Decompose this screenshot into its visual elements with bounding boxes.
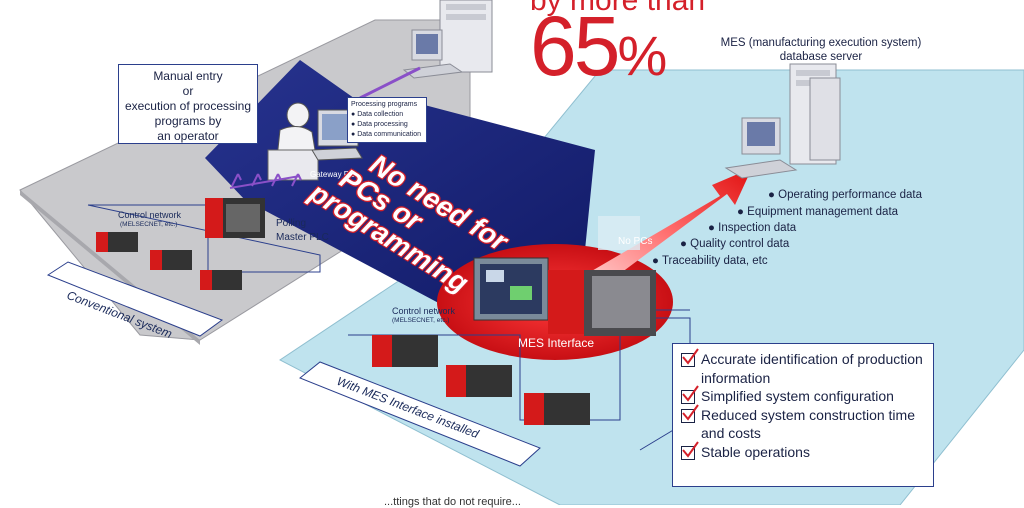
headline-top: by more than [530,0,706,17]
mes-network-label: Control network [392,306,456,316]
checkbox-icon [681,403,699,423]
gateway-pc-label: Gateway PC [310,170,355,179]
headline-percentage: 65% [530,4,667,98]
processing-title: Processing programs [351,101,418,108]
benefit-item: Accurate identification of production in… [681,348,925,387]
processing-item: ● Data communication [351,131,421,138]
benefits-box: Accurate identification of production in… [672,343,934,487]
mes-network-sub: (MELSECNET, etc.) [392,317,450,324]
bottom-cutoff-text: ...ttings that do not require... [384,496,521,508]
callout-line: Manual entry [153,69,223,83]
conventional-network-line [87,204,321,273]
data-item: ● Quality control data [680,238,790,250]
checkbox-icon [681,385,699,404]
mes-label-banner [299,361,541,467]
data-item: ● Traceability data, etc [652,255,768,267]
data-arrow [590,168,752,290]
processing-item: ● Data collection [351,111,404,118]
callout-line: an operator [157,129,219,143]
benefit-item: Stable operations [681,440,925,462]
mes-interface-label: MES Interface [518,336,595,350]
benefit-item: Simplified system configuration [681,385,925,406]
no-pcs-label: No PCs [618,236,653,247]
callout-line: programs by [154,114,222,128]
mes-server-icon [724,63,841,179]
percent-sign: % [617,24,668,87]
server-label: MES (manufacturing execution system) dat… [720,37,922,63]
conventional-network-label: Control network [118,210,182,220]
processing-item: ● Data processing [351,121,408,128]
operator-icon [267,102,319,181]
callout-line: execution of processing [124,99,252,113]
data-item: ● Inspection data [708,222,797,234]
mes-plc-icon [372,335,590,425]
no-pcs-ghost [598,216,640,250]
big-number: 65 [530,0,620,93]
checkbox-icon [681,348,699,367]
master-plc-icon [205,198,265,238]
mes-interface-unit [473,257,656,336]
plc-icon [96,232,242,290]
conventional-label-banner [46,261,224,337]
polling-label: Polling [276,218,307,229]
benefit-item: Reduced system construction time and cos… [681,403,925,443]
data-item: ● Operating performance data [768,189,922,201]
callout-line: or [182,84,194,98]
top-server-icon [402,0,493,79]
data-item: ● Equipment management data [737,206,899,218]
polling-arrows [229,173,302,189]
master-plc-label: Master PLC [276,232,329,243]
processing-programs-box: Processing programs ● Data collection ● … [347,97,427,143]
checkbox-icon [681,440,699,460]
conventional-network-sub: (MELSECNET, etc.) [120,221,178,228]
manual-entry-callout: Manual entry or execution of processing … [118,64,258,144]
